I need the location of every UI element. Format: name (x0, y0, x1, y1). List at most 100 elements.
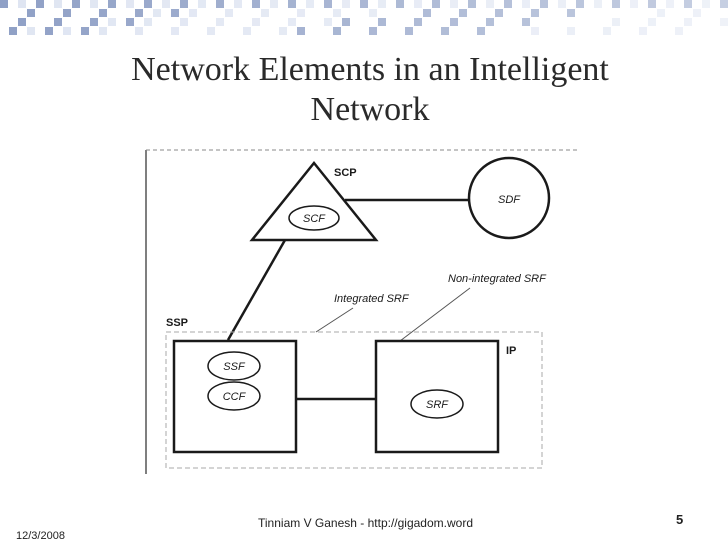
non-integrated-srf-label: Non-integrated SRF (448, 273, 547, 285)
checker-square (162, 0, 170, 8)
checker-square (18, 18, 26, 26)
checker-square (657, 9, 665, 17)
checker-square (720, 0, 728, 8)
checker-square (180, 18, 188, 26)
checker-square (108, 0, 116, 8)
checker-square (441, 27, 449, 35)
checker-square (648, 0, 656, 8)
checker-square (36, 0, 44, 8)
network-elements-diagram: SCP SCF SDF Non-integrated SRF Integrate… (145, 149, 578, 474)
checker-square (9, 27, 17, 35)
checker-square (369, 27, 377, 35)
integrated-srf-leader (315, 307, 354, 333)
checker-square (477, 27, 485, 35)
checker-square (603, 27, 611, 35)
ssf-ellipse (207, 351, 261, 381)
checker-square (306, 0, 314, 8)
checker-square (450, 0, 458, 8)
footer-author: Tinniam V Ganesh - http://gigadom.word (258, 516, 473, 530)
checker-square (243, 27, 251, 35)
checker-square (189, 9, 197, 17)
ccf-ellipse (207, 381, 261, 411)
checker-square (450, 18, 458, 26)
checker-square (99, 27, 107, 35)
checker-square (54, 18, 62, 26)
checker-square (216, 18, 224, 26)
sdf-label: SDF (498, 194, 521, 206)
checker-square (252, 0, 260, 8)
checker-square (531, 27, 539, 35)
checker-square (171, 9, 179, 17)
checker-square (414, 0, 422, 8)
slide-title-line-2: Network (310, 91, 430, 128)
scf-label: SCF (303, 213, 326, 225)
checker-square (432, 0, 440, 8)
slide-title: Network Elements in an Intelligent Netwo… (60, 50, 680, 130)
checker-square (324, 0, 332, 8)
checker-square (360, 0, 368, 8)
checker-square (486, 0, 494, 8)
checker-square (522, 18, 530, 26)
checker-square (333, 27, 341, 35)
checker-square (180, 0, 188, 8)
checker-square (504, 0, 512, 8)
non-integrated-srf-leader (399, 287, 471, 342)
checker-square (396, 0, 404, 8)
checker-square (342, 0, 350, 8)
checker-square (207, 27, 215, 35)
checker-square (63, 27, 71, 35)
checker-square (459, 9, 467, 17)
checker-square (90, 0, 98, 8)
checker-square (576, 0, 584, 8)
srf-label: SRF (426, 399, 449, 411)
checker-square (0, 0, 8, 8)
checker-square (27, 27, 35, 35)
checker-square (468, 0, 476, 8)
integrated-srf-label: Integrated SRF (334, 293, 410, 305)
checker-square (486, 18, 494, 26)
checker-square (99, 9, 107, 17)
checker-square (63, 9, 71, 17)
checker-square (612, 0, 620, 8)
footer-date: 12/3/2008 (16, 530, 65, 542)
checker-square (45, 27, 53, 35)
checker-square (684, 0, 692, 8)
checker-square (522, 0, 530, 8)
scf-ellipse (288, 205, 340, 231)
checker-square (171, 27, 179, 35)
checker-square (405, 27, 413, 35)
checker-square (567, 27, 575, 35)
checker-square (531, 9, 539, 17)
checker-square (261, 9, 269, 17)
checker-square (297, 27, 305, 35)
slide-title-line-1: Network Elements in an Intelligent (131, 51, 609, 88)
checker-square (198, 0, 206, 8)
checker-square (288, 18, 296, 26)
scp-triangle (249, 161, 379, 242)
checker-square (342, 18, 350, 26)
checker-square (108, 18, 116, 26)
ssp-label: SSP (166, 317, 188, 329)
checker-square (666, 0, 674, 8)
checker-square (594, 0, 602, 8)
ssp-boundary (165, 331, 543, 469)
checker-square (144, 18, 152, 26)
checker-square (126, 0, 134, 8)
ssf-label: SSF (223, 361, 246, 373)
checker-square (684, 18, 692, 26)
sdf-circle (467, 156, 551, 240)
checker-square (414, 18, 422, 26)
checker-square (540, 0, 548, 8)
checker-square (90, 18, 98, 26)
checker-square (378, 18, 386, 26)
checker-square (297, 9, 305, 17)
checker-square (693, 9, 701, 17)
checker-square (27, 9, 35, 17)
srf-ellipse (410, 389, 464, 419)
checker-square (234, 0, 242, 8)
ccf-label: CCF (223, 391, 247, 403)
checker-square (144, 0, 152, 8)
checker-square (639, 27, 647, 35)
checker-square (216, 0, 224, 8)
checker-square (81, 27, 89, 35)
